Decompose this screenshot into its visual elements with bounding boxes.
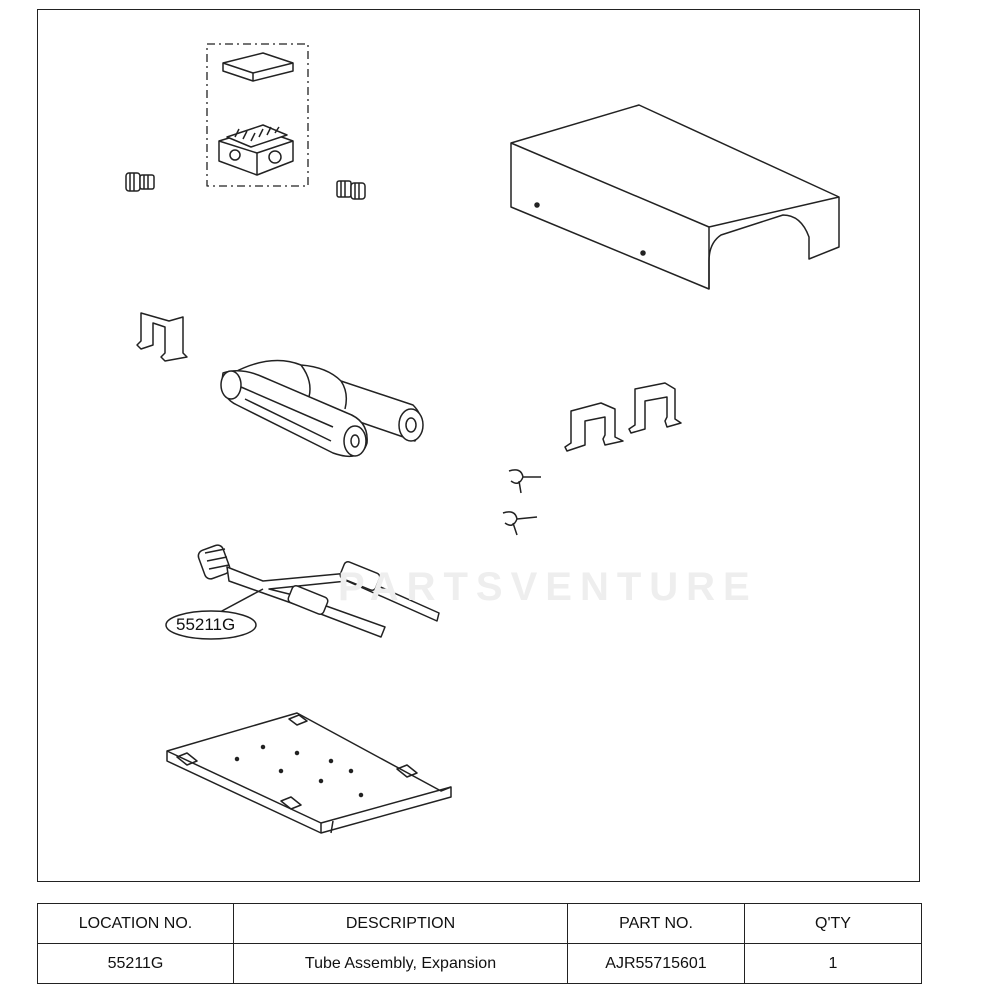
insulated-pipes bbox=[220, 359, 424, 458]
header-qty: Q'TY bbox=[744, 903, 922, 944]
cell-part-no: AJR55715601 bbox=[567, 943, 745, 984]
parts-table: LOCATION NO. DESCRIPTION PART NO. Q'TY 5… bbox=[37, 903, 922, 984]
header-part-no: PART NO. bbox=[567, 903, 745, 944]
unit-cover bbox=[510, 104, 840, 290]
cell-qty: 1 bbox=[744, 943, 922, 984]
cable-tie-1 bbox=[508, 469, 541, 494]
junction-box-group bbox=[206, 43, 309, 187]
watermark: PARTSVENTURE bbox=[338, 565, 758, 609]
header-description: DESCRIPTION bbox=[233, 903, 568, 944]
table-row: 55211G Tube Assembly, Expansion AJR55715… bbox=[37, 943, 922, 984]
diagram-drawing bbox=[125, 43, 840, 834]
base-plate bbox=[166, 712, 452, 834]
cable-tie-2 bbox=[502, 511, 538, 536]
tube-assembly bbox=[165, 544, 440, 640]
callout-label: 55211G bbox=[176, 615, 236, 634]
header-location-no: LOCATION NO. bbox=[37, 903, 234, 944]
bracket-mid bbox=[564, 402, 624, 452]
table-header-row: LOCATION NO. DESCRIPTION PART NO. Q'TY bbox=[37, 903, 922, 944]
cable-gland-right bbox=[336, 180, 366, 200]
bracket-right bbox=[628, 382, 682, 434]
cell-location-no: 55211G bbox=[37, 943, 234, 984]
cell-description: Tube Assembly, Expansion bbox=[233, 943, 568, 984]
bracket-left bbox=[136, 312, 188, 362]
cable-gland-left bbox=[125, 172, 155, 192]
exploded-diagram: PARTSVENTURE 55211G bbox=[37, 9, 920, 882]
